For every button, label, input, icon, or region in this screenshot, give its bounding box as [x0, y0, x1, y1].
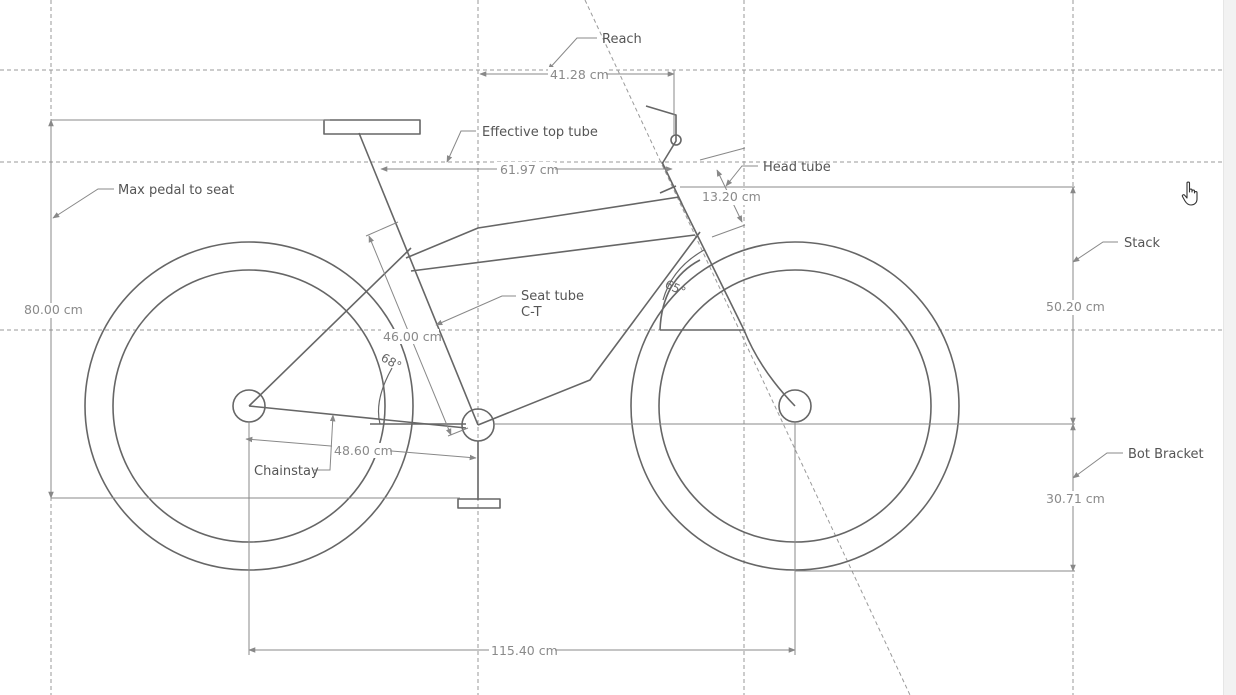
head-tube-value: 13.20 cm	[702, 189, 761, 204]
down-tube	[477, 231, 701, 426]
wheelbase-value: 115.40 cm	[491, 643, 558, 658]
fork-curve	[743, 329, 796, 407]
pedal-to-seat-value: 80.00 cm	[24, 302, 83, 317]
seat-tube-label: Seat tube	[521, 289, 584, 304]
effective-top-tube-label: Effective top tube	[482, 125, 598, 140]
head-tube-label: Head tube	[763, 160, 831, 175]
dimension-values: 41.28 cm 61.97 cm 13.20 cm 80.00 cm 50.2…	[22, 67, 1105, 658]
chainstay-label: Chainstay	[254, 464, 319, 479]
max-pedal-to-seat-label: Max pedal to seat	[118, 183, 234, 198]
head-tube-axis	[584, 0, 911, 695]
reach-value: 41.28 cm	[550, 67, 609, 82]
top-tube-lower	[410, 234, 696, 272]
top-tube	[405, 196, 680, 259]
stem	[645, 105, 677, 165]
seat-tube	[358, 132, 479, 426]
bot-bracket-label: Bot Bracket	[1128, 447, 1204, 462]
dimension-lines	[48, 70, 1076, 655]
hand-pointer-icon	[1181, 181, 1198, 206]
top-tube-value: 61.97 cm	[500, 162, 559, 177]
chainstay-value: 48.60 cm	[334, 443, 393, 458]
reach-label: Reach	[602, 32, 642, 47]
stack-value: 50.20 cm	[1046, 299, 1105, 314]
fork	[677, 195, 745, 331]
leader-lines	[52, 37, 1123, 479]
vertical-scrollbar[interactable]	[1223, 0, 1236, 695]
seat-angle-value: 68°	[379, 350, 404, 373]
pedal	[457, 498, 501, 509]
bar-clamp	[670, 134, 682, 146]
seat-tube-value: 46.00 cm	[383, 329, 442, 344]
seat-tube-sublabel: C-T	[521, 305, 542, 320]
bot-bracket-value: 30.71 cm	[1046, 491, 1105, 506]
saddle	[323, 119, 421, 135]
labels: Reach Effective top tube Head tube Max p…	[118, 32, 1204, 479]
stack-label: Stack	[1124, 236, 1160, 251]
